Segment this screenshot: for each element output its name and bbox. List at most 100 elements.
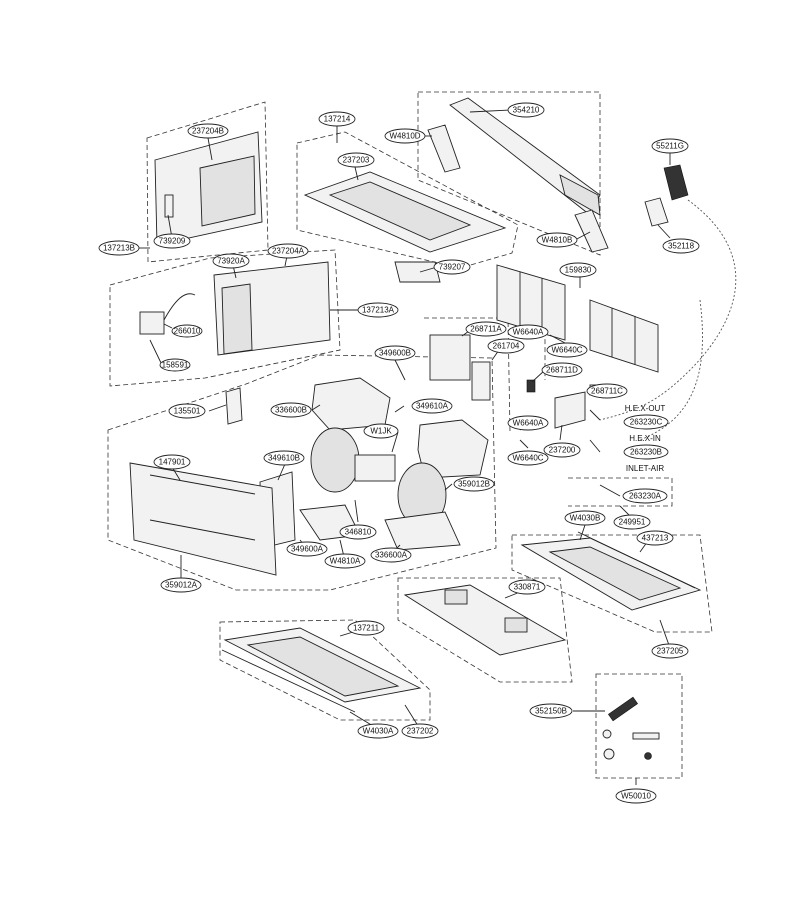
label-part-22: 268711C — [586, 383, 628, 399]
label-part-16: 158591 — [159, 358, 191, 372]
spring-part — [608, 696, 638, 722]
group-outline-drain — [397, 577, 573, 683]
label-part-2: 739209 — [153, 233, 191, 249]
svg-text:237202: 237202 — [407, 727, 434, 736]
sensor-wire-b — [639, 299, 703, 441]
blower-wheel-left — [310, 427, 360, 493]
group-outline-control-box — [109, 249, 341, 387]
svg-text:W4030B: W4030B — [570, 514, 601, 523]
svg-text:349600A: 349600A — [291, 545, 324, 554]
side-panel-inner-part — [199, 155, 256, 227]
svg-text:352150B: 352150B — [535, 707, 567, 716]
label-part-43: W4030B — [564, 510, 606, 526]
label-part-23: 263230C — [623, 414, 669, 430]
group-outline-fan — [107, 354, 497, 591]
svg-text:237204B: 237204B — [192, 127, 224, 136]
svg-text:336600B: 336600B — [275, 406, 307, 415]
screw-part — [644, 752, 652, 760]
top-cover-ridge-part — [328, 181, 472, 241]
top-panel-bracket-part — [427, 124, 461, 173]
label-part-36: 349610B — [263, 450, 305, 466]
label-part-17: 268711A — [465, 321, 507, 337]
top-cover-strip-part — [394, 261, 441, 283]
label-part-1: 237204B — [187, 123, 229, 139]
svg-text:346810: 346810 — [345, 528, 372, 537]
label-part-7: W4810D — [384, 128, 426, 144]
drain-pan-block-b — [504, 617, 528, 633]
front-panel-part — [129, 462, 277, 576]
label-part-12: 73920A — [212, 253, 250, 269]
svg-text:359012A: 359012A — [165, 581, 198, 590]
svg-text:349600B: 349600B — [379, 349, 411, 358]
label-part-13: 237204A — [267, 243, 309, 259]
label-part-47: 137211 — [347, 620, 385, 636]
svg-text:352118: 352118 — [668, 242, 695, 251]
svg-text:237200: 237200 — [549, 446, 576, 455]
label-part-34: 135501 — [168, 403, 206, 419]
svg-text:W1JK: W1JK — [370, 427, 392, 436]
svg-text:268711C: 268711C — [591, 387, 623, 396]
sensor-wire — [599, 199, 737, 421]
bottom-tray-rail — [221, 649, 356, 713]
pcb-plate-part — [554, 391, 586, 429]
label-part-33: 336600B — [270, 402, 312, 418]
label-part-48: W4030A — [357, 723, 399, 739]
group-outline-side-panel — [146, 101, 269, 263]
drain-pan-part — [403, 584, 567, 656]
filter-panel-right — [589, 299, 659, 373]
svg-text:159830: 159830 — [565, 266, 592, 275]
svg-text:263230C: 263230C — [630, 418, 663, 427]
label-part-50: 352150B — [529, 703, 573, 719]
pin-part — [632, 732, 660, 740]
washer-part — [602, 729, 612, 739]
svg-text:739209: 739209 — [159, 237, 186, 246]
leader-lines — [139, 109, 671, 785]
svg-text:354210: 354210 — [513, 106, 540, 115]
small-bracket-part — [164, 194, 174, 218]
svg-text:359012B: 359012B — [458, 480, 490, 489]
label-part-24: 263230B — [623, 444, 669, 460]
svg-text:268711D: 268711D — [546, 366, 578, 375]
label-part-44: 437213 — [636, 530, 674, 546]
label-part-29: 249951 — [613, 514, 651, 530]
base-tray-right-inner — [548, 546, 682, 601]
pcb-board-part — [471, 361, 491, 401]
svg-text:237205: 237205 — [657, 647, 684, 656]
svg-text:W4810D: W4810D — [389, 132, 420, 141]
fan-base-right — [384, 511, 461, 551]
base-tray-rail — [577, 531, 696, 589]
group-outline-hardware — [595, 673, 683, 779]
label-part-51: W50010 — [615, 788, 657, 804]
svg-text:W6640A: W6640A — [513, 328, 544, 337]
svg-text:137213A: 137213A — [362, 306, 395, 315]
label-part-18: W6640A — [507, 324, 549, 340]
label-part-4: 237203 — [337, 152, 375, 168]
label-part-19: 261704 — [487, 338, 525, 354]
label-part-30: 349600B — [374, 345, 416, 361]
pcb-chip-part — [526, 379, 536, 393]
svg-text:237204A: 237204A — [272, 247, 305, 256]
label-part-38: 346810 — [339, 524, 377, 540]
label-part-46: 330871 — [508, 579, 546, 595]
label-part-25: 237200 — [543, 442, 581, 458]
pcb-box-part — [429, 334, 471, 381]
svg-text:263230B: 263230B — [630, 448, 662, 457]
motor-part — [139, 311, 165, 335]
fan-motor-part — [354, 454, 396, 482]
group-outline-top-panel — [417, 91, 601, 256]
svg-text:266010: 266010 — [174, 327, 201, 336]
front-panel-line-2 — [149, 519, 256, 541]
svg-text:137214: 137214 — [324, 115, 351, 124]
label-part-0: 137213B — [98, 240, 140, 256]
label-part-31: 349610A — [411, 398, 453, 414]
svg-text:249951: 249951 — [619, 518, 646, 527]
group-outline-bottom — [219, 619, 431, 721]
svg-text:237203: 237203 — [343, 156, 370, 165]
svg-text:330871: 330871 — [514, 583, 541, 592]
fan-housing-right — [417, 419, 489, 479]
front-panel-line-1 — [149, 474, 256, 495]
svg-text:158591: 158591 — [162, 361, 189, 370]
label-part-10: 352118 — [662, 238, 700, 254]
label-part-37: 359012B — [453, 476, 495, 492]
top-panel-fin-part — [559, 174, 601, 216]
